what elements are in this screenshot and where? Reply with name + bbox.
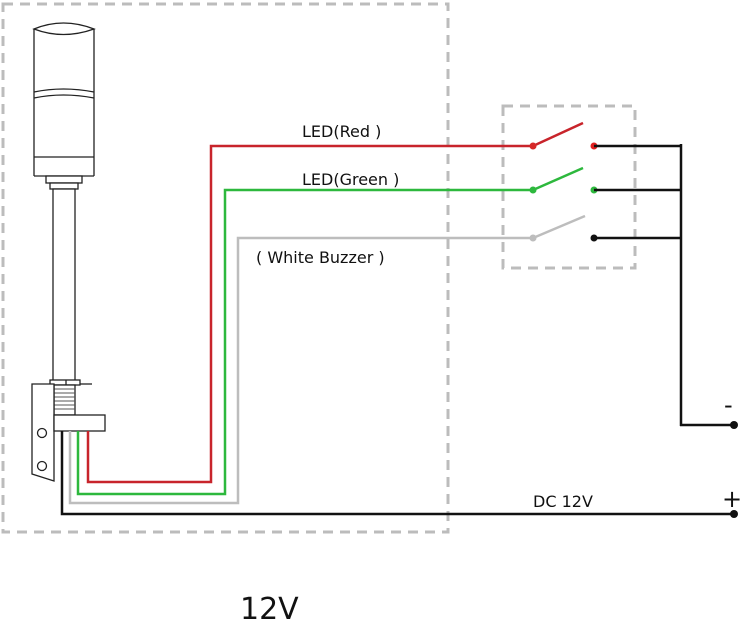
switch-buzzer xyxy=(529,214,598,242)
bracket-hole xyxy=(36,460,48,472)
switch-red xyxy=(529,121,598,150)
tower-light-enclosure xyxy=(1,2,450,534)
tower-pole xyxy=(52,188,76,384)
switch-pivot xyxy=(529,142,537,150)
tower-base-collar xyxy=(45,175,83,184)
positive-symbol: + xyxy=(722,485,742,513)
negative-terminal xyxy=(730,421,738,429)
negative-symbol: - xyxy=(724,391,733,419)
bracket-foot xyxy=(53,414,106,432)
switch-green xyxy=(529,166,598,194)
positive-terminal xyxy=(730,510,738,518)
buzzer-white-wire xyxy=(68,236,533,505)
switch-enclosure xyxy=(501,104,637,270)
supply-voltage-label: DC 12V xyxy=(533,492,593,511)
white-buzzer-label: ( White Buzzer ) xyxy=(256,248,385,267)
green-led-label: LED(Green ) xyxy=(302,170,399,189)
tower-segment-divider xyxy=(33,88,95,93)
tower-top-cap xyxy=(32,22,96,36)
red-led-wire xyxy=(86,144,533,484)
bracket-hole xyxy=(36,427,48,439)
common-black-wire xyxy=(60,431,735,516)
switch-pivot xyxy=(529,186,537,194)
negative-bus xyxy=(594,144,735,427)
stack-light-tower xyxy=(31,22,106,482)
green-led-wire xyxy=(76,188,533,496)
red-led-label: LED(Red ) xyxy=(302,122,381,141)
switch-pivot xyxy=(529,234,537,242)
diagram-title: 12V xyxy=(240,592,299,623)
